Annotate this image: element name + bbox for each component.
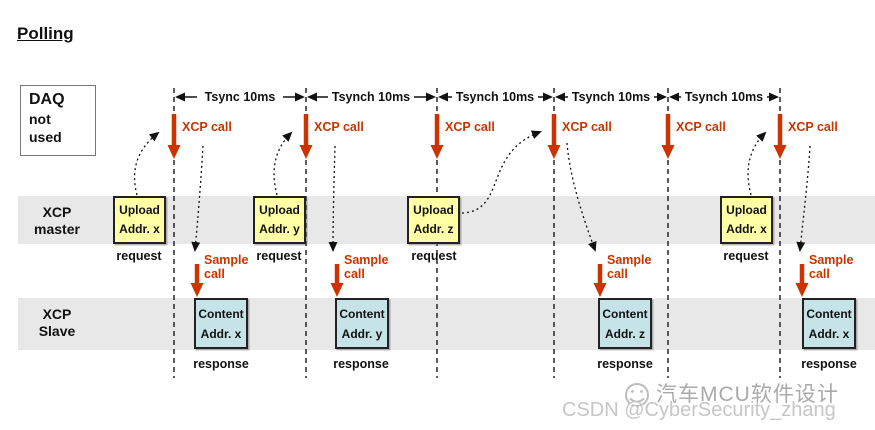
content-response-box: Content Addr. z bbox=[598, 298, 652, 349]
tsync-interval-label: Tsynch 10ms bbox=[568, 89, 654, 105]
daq-note-line: DAQ bbox=[29, 91, 65, 108]
content-box-line: Content bbox=[198, 307, 244, 321]
upload-box-line: Addr. x bbox=[119, 222, 160, 236]
lane-label-line: Slave bbox=[38, 323, 76, 339]
sample-call-label: Sample call bbox=[344, 253, 388, 281]
xcp-call-arrows bbox=[167, 114, 787, 159]
upload-request-box: Upload Addr. y bbox=[253, 196, 306, 244]
request-caption: request bbox=[256, 249, 302, 263]
content-box-line: Addr. x bbox=[808, 327, 850, 341]
watermark-brand-text: 汽车MCU软件设计 bbox=[656, 383, 839, 406]
daq-note-box: DAQ not used bbox=[20, 85, 96, 156]
xcp-call-label: XCP call bbox=[182, 120, 232, 134]
upload-box-line: Upload bbox=[726, 203, 767, 217]
response-caption: response bbox=[801, 357, 857, 371]
content-box-line: Content bbox=[602, 307, 648, 321]
xcp-call-label: XCP call bbox=[562, 120, 612, 134]
sample-call-line: call bbox=[344, 267, 365, 281]
sample-call-line: call bbox=[204, 267, 225, 281]
sample-call-line: Sample bbox=[809, 253, 854, 267]
sample-call-label: Sample call bbox=[607, 253, 651, 281]
lane-label-xcp-master: XCP master bbox=[15, 204, 99, 238]
content-box-line: Addr. x bbox=[200, 327, 242, 341]
xcp-call-label: XCP call bbox=[676, 120, 726, 134]
upload-box-line: Addr. x bbox=[726, 222, 767, 236]
smiley-icon bbox=[625, 383, 649, 407]
upload-box-line: Upload bbox=[413, 203, 454, 217]
xcp-slave-lane-band bbox=[18, 298, 875, 350]
content-box-line: Addr. z bbox=[604, 327, 645, 341]
sample-call-label: Sample call bbox=[809, 253, 853, 281]
page-title: Polling bbox=[17, 24, 74, 43]
sample-call-label: Sample call bbox=[204, 253, 248, 281]
request-caption: request bbox=[723, 249, 769, 263]
xcp-call-label: XCP call bbox=[445, 120, 495, 134]
upload-box-line: Addr. y bbox=[259, 222, 300, 236]
content-box-line: Addr. y bbox=[341, 327, 383, 341]
content-response-box: Content Addr. x bbox=[194, 298, 248, 349]
lane-label-line: master bbox=[34, 221, 80, 237]
upload-box-line: Addr. z bbox=[413, 222, 454, 236]
response-caption: response bbox=[597, 357, 653, 371]
tsync-interval-label: Tsynch 10ms bbox=[328, 89, 414, 105]
sample-call-line: call bbox=[809, 267, 830, 281]
sample-call-arrows bbox=[190, 264, 809, 297]
processing-dotted-lines bbox=[191, 142, 811, 252]
watermark-csdn-handle: CSDN @CyberSecurity_zhang bbox=[562, 399, 836, 421]
upload-request-box: Upload Addr. z bbox=[407, 196, 460, 244]
content-box-line: Content bbox=[339, 307, 385, 321]
tsync-interval-label: Tsynch 10ms bbox=[681, 89, 767, 105]
content-response-box: Content Addr. x bbox=[802, 298, 856, 349]
request-caption: request bbox=[411, 249, 457, 263]
upload-box-line: Upload bbox=[259, 203, 300, 217]
request-curve-arrows bbox=[133, 130, 767, 214]
daq-note-line: not bbox=[29, 111, 51, 127]
request-caption: request bbox=[116, 249, 162, 263]
upload-box-line: Upload bbox=[119, 203, 160, 217]
sample-call-line: call bbox=[607, 267, 628, 281]
daq-note-line: used bbox=[29, 129, 62, 145]
tsync-interval-label: Tsync 10ms bbox=[197, 89, 283, 105]
content-box-line: Content bbox=[806, 307, 852, 321]
sample-call-line: Sample bbox=[344, 253, 389, 267]
content-response-box: Content Addr. y bbox=[335, 298, 389, 349]
upload-request-box: Upload Addr. x bbox=[720, 196, 773, 244]
xcp-call-label: XCP call bbox=[788, 120, 838, 134]
upload-request-box: Upload Addr. x bbox=[113, 196, 166, 244]
xcp-call-label: XCP call bbox=[314, 120, 364, 134]
lane-label-line: XCP bbox=[42, 204, 72, 220]
tsync-interval-label: Tsynch 10ms bbox=[452, 89, 538, 105]
response-caption: response bbox=[333, 357, 389, 371]
lane-label-xcp-slave: XCP Slave bbox=[15, 306, 99, 340]
sample-call-line: Sample bbox=[607, 253, 652, 267]
response-caption: response bbox=[193, 357, 249, 371]
sample-call-line: Sample bbox=[204, 253, 249, 267]
lane-label-line: XCP bbox=[42, 306, 72, 322]
